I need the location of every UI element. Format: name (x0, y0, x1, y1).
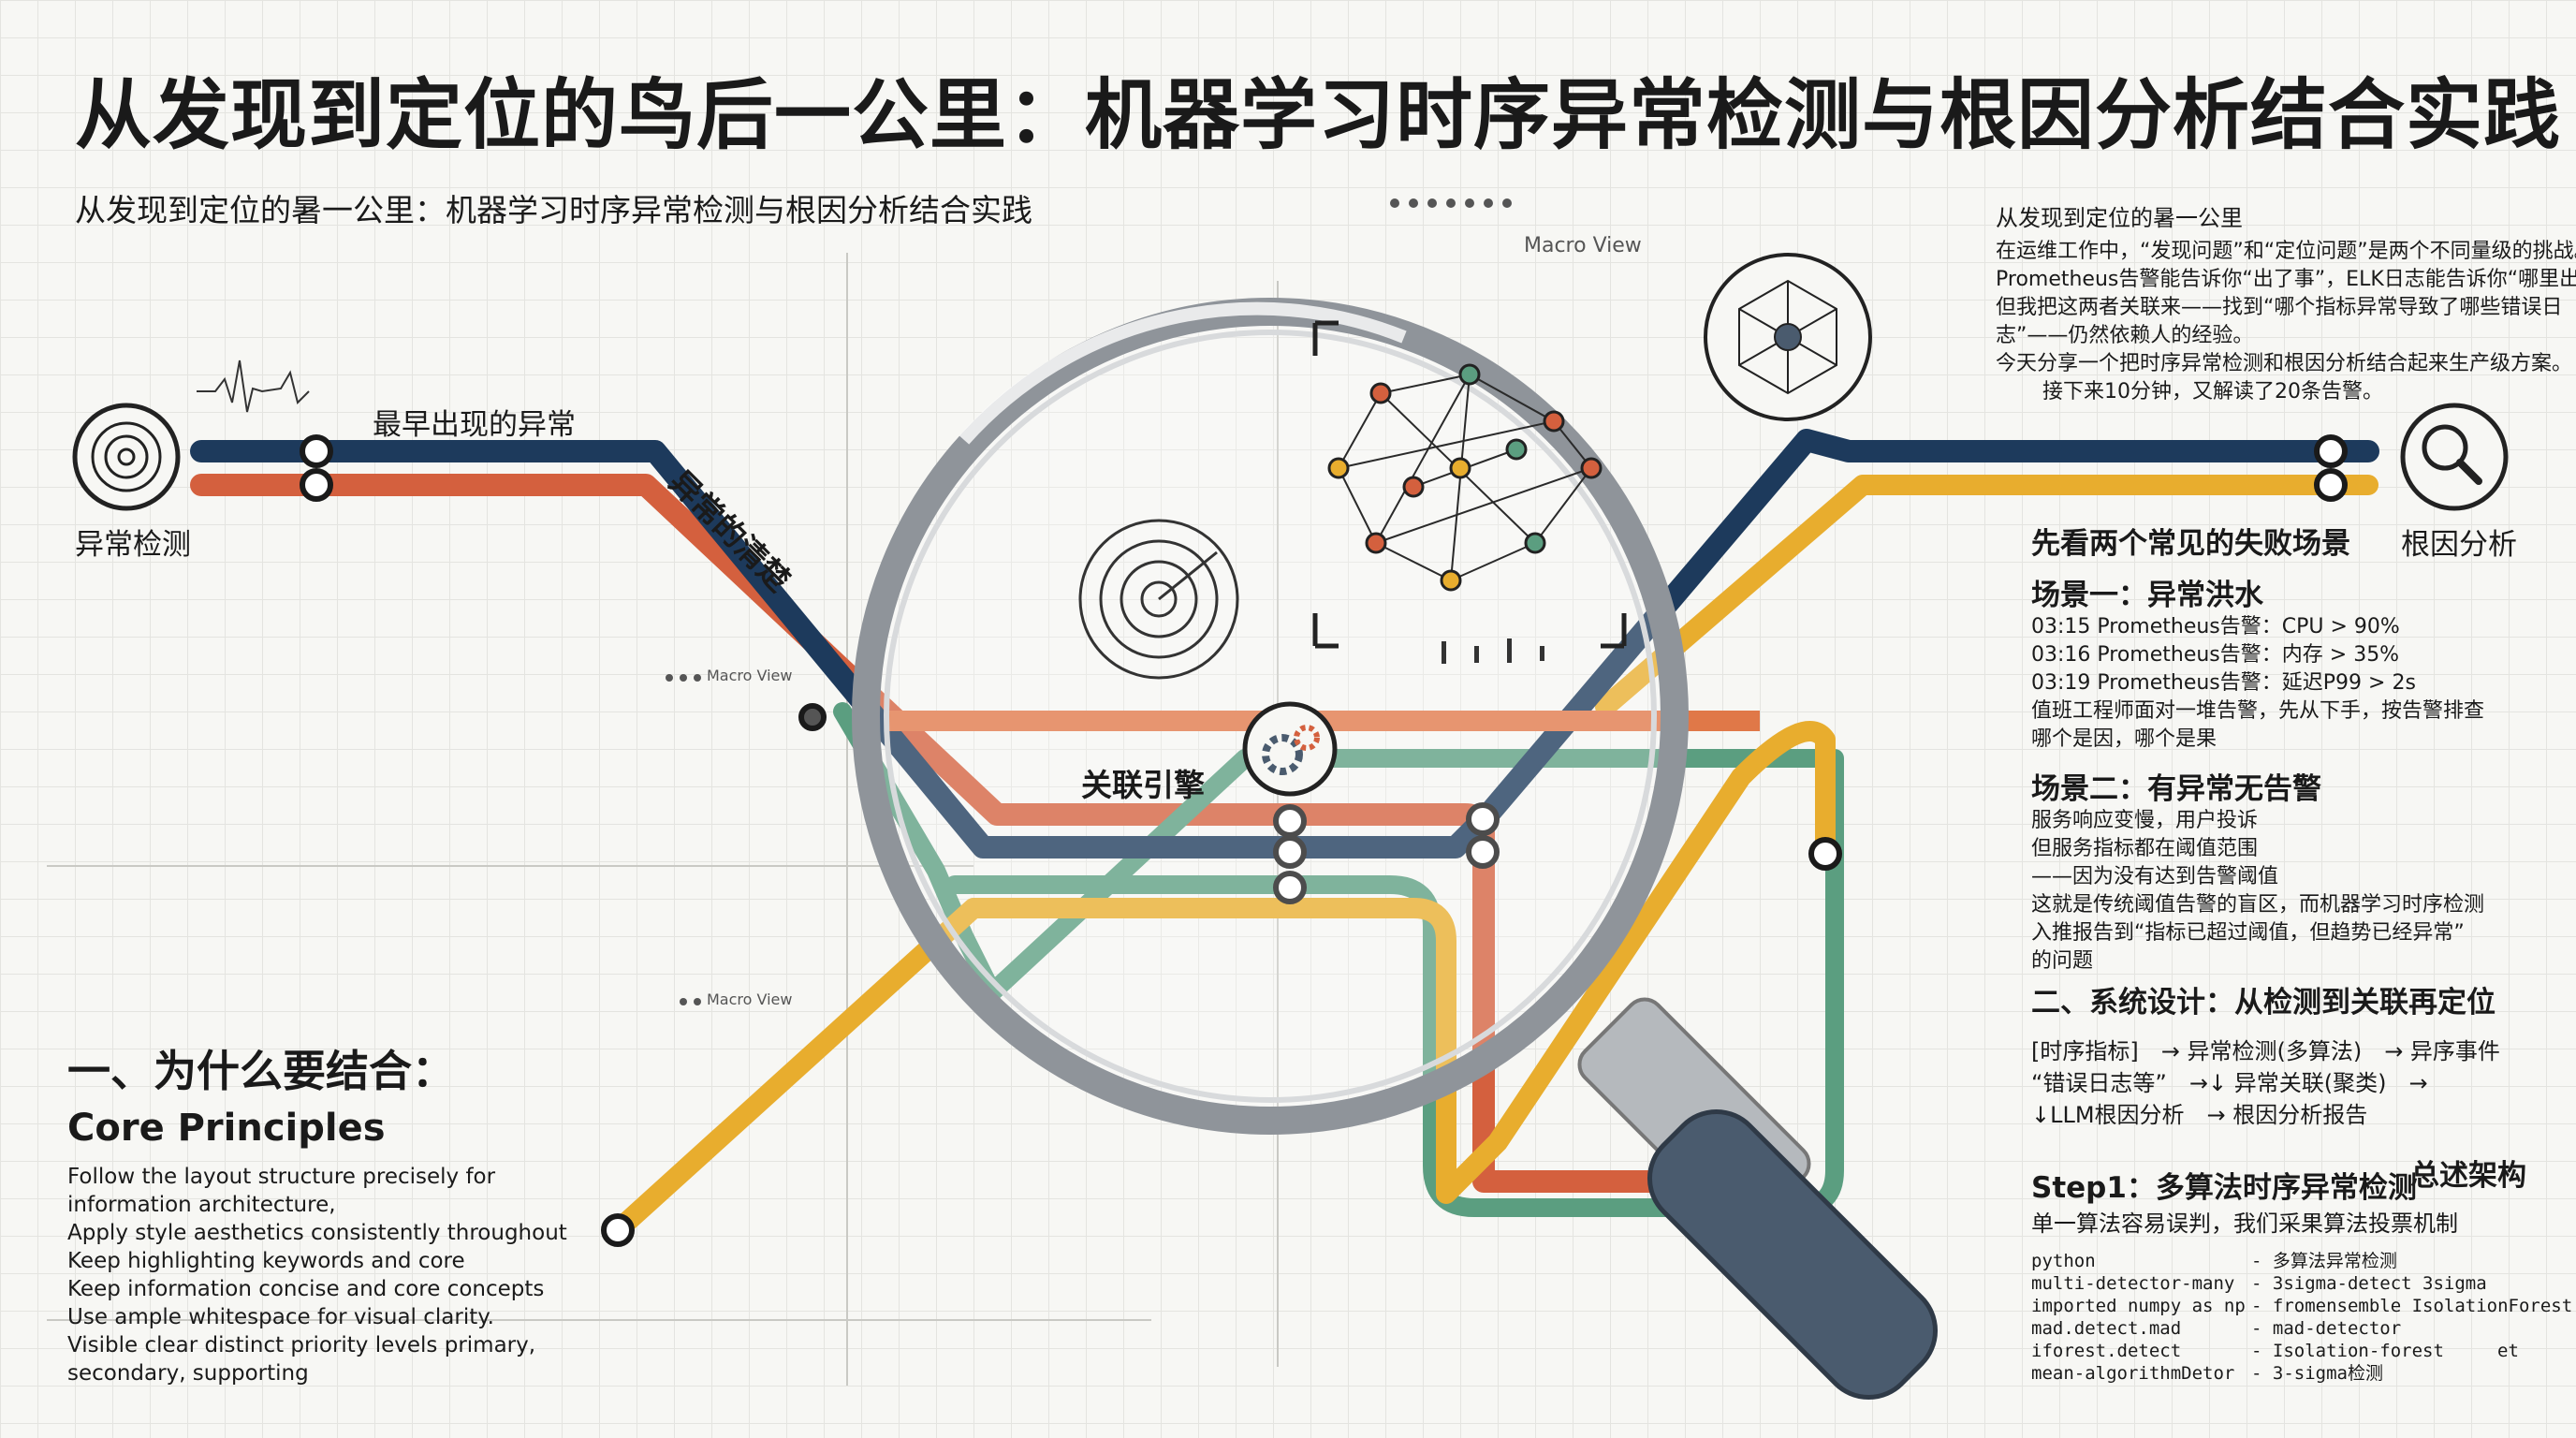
principle-line: Use ample whitespace for visual clarity. (67, 1305, 494, 1329)
code-line: mad.detect.mad (2031, 1318, 2182, 1339)
scenario-1-line: 值班工程师面对一堆告警，先从下手，按告警排查 (2031, 699, 2485, 723)
network-nodes (1327, 363, 1603, 592)
scenario-1-title: 场景一：异常洪水 (2031, 579, 2263, 612)
intro-line: 接下来10分钟，又解读了20条告警。 (2042, 380, 2383, 404)
code-line: - 3-sigma检测 (2251, 1363, 2383, 1384)
yellow-route (607, 475, 2378, 1240)
macro-view-label-3: Macro View (707, 990, 793, 1008)
step1-code-right: - 多算法异常检测 - 3sigma-detect 3sigma - frome… (2251, 1250, 2572, 1385)
scenario-2-line: ——因为没有达到告警阈值 (2031, 865, 2279, 888)
intro-heading: 从发现到定位的暑一公里 (1996, 205, 2243, 231)
code-line: python (2031, 1251, 2096, 1271)
intro-line: 今天分享一个把时序异常检测和根因分析结合起来生产级方案。 (1996, 352, 2573, 375)
scenario-1-line: 03:15 Prometheus告警：CPU > 90% (2031, 615, 2400, 638)
step1-code-left: python multi-detector-many imported nump… (2031, 1250, 2246, 1385)
magnifier-glass (852, 298, 1939, 1401)
code-line: - mad-detector (2251, 1318, 2402, 1339)
dot-trail (666, 198, 1512, 1005)
macro-view-label-1: Macro View (1524, 234, 1642, 257)
scenario-2-line: 入推报告到“指标已超过阈值，但趋势已经异常” (2031, 921, 2465, 945)
waveform-icon (197, 360, 310, 413)
design-heading: 二、系统设计：从检测到关联再定位 (2031, 986, 2496, 1020)
design-flow-line: ↓LLM根因分析 → 根因分析报告 (2031, 1102, 2368, 1128)
code-line: - 3sigma-detect 3sigma (2251, 1273, 2487, 1294)
scenario-2-line: 服务响应变慢，用户投诉 (2031, 809, 2259, 832)
scenarios-block: 先看两个常见的失败场景 场景一：异常洪水 03:15 Prometheus告警：… (2031, 520, 2518, 976)
intro-line: 但我把这两者关联来——找到“哪个指标异常导致了哪些错误日 (1996, 296, 2563, 319)
page-subtitle: 从发现到定位的暑一公里：机器学习时序异常检测与根因分析结合实践 (75, 192, 1032, 228)
design-block: 二、系统设计：从检测到关联再定位 [时序指标] → 异常检测(多算法) → 异序… (2031, 978, 2537, 1131)
tick-bars (1442, 638, 1544, 664)
principle-line: information architecture, (67, 1193, 336, 1217)
step1-tag: 总述架构 (2410, 1159, 2526, 1193)
scenario-2-line: 但服务指标都在阈值范围 (2031, 837, 2259, 860)
design-flow-line: “错误日志等” →↓ 异常关联(聚类) → (2031, 1070, 2428, 1096)
macro-view-label-2: Macro View (707, 667, 793, 684)
principle-line: Apply style aesthetics consistently thro… (67, 1221, 567, 1245)
scenarios-heading: 先看两个常见的失败场景 (2031, 527, 2350, 561)
intro-line: 在运维工作中，“发现问题”和“定位问题”是两个不同量级的挑战。 (1996, 240, 2576, 263)
radar-icon (1078, 519, 1239, 680)
principles-block: 一、为什么要结合： Core Principles Follow the lay… (67, 1037, 592, 1387)
principles-heading: 一、为什么要结合： (67, 1046, 455, 1096)
code-line: iforest.detect (2031, 1341, 2182, 1361)
scenario-1-line: 03:16 Prometheus告警：内存 > 35% (2031, 643, 2400, 667)
principle-line: Keep highlighting keywords and core (67, 1249, 465, 1273)
intro-line: 志”——仍然依赖人的经验。 (1996, 324, 2254, 347)
label-earliest-anomaly: 最早出现的异常 (373, 408, 576, 442)
scenario-1-line: 03:19 Prometheus告警：延迟P99 > 2s (2031, 671, 2416, 695)
page-title: 从发现到定位的鸟后一公里：机器学习时序异常检测与根因分析结合实践 (75, 71, 2562, 160)
network-orb-icon (1704, 253, 1872, 421)
scenario-1-line: 哪个是因，哪个是果 (2031, 727, 2217, 751)
magnifier-node-icon (2400, 403, 2509, 511)
code-line: - Isolation-forest (2251, 1341, 2444, 1361)
scenario-2-title: 场景二：有异常无告警 (2031, 772, 2321, 806)
label-root-cause: 根因分析 (2401, 528, 2517, 562)
gear-icon (1242, 701, 1338, 797)
grid-separators (47, 253, 1279, 1386)
network-graph (1338, 374, 1592, 581)
step1-desc: 单一算法容易误判，我们采果算法投票机制 (2031, 1211, 2458, 1237)
principle-line: Visible clear distinct priority levels p… (67, 1333, 536, 1357)
code-line: - 多算法异常检测 (2251, 1251, 2397, 1271)
code-line: multi-detector-many (2031, 1273, 2235, 1294)
scenario-2-line: 这就是传统阈值告警的盲区，而机器学习时序检测 (2031, 893, 2485, 917)
intro-block: 从发现到定位的暑一公里 在运维工作中，“发现问题”和“定位问题”是两个不同量级的… (1996, 204, 2576, 406)
principles-subheading: Core Principles (67, 1107, 386, 1150)
scenario-2-line: 的问题 (2031, 949, 2094, 973)
label-engine: 关联引擎 (1081, 767, 1205, 803)
green-route (833, 702, 1844, 1217)
code-line: - fromensemble IsolationForest (2251, 1296, 2573, 1316)
radar-node-icon (72, 403, 181, 511)
principle-line: secondary, supporting (67, 1361, 309, 1386)
label-anomaly-detection: 异常检测 (75, 528, 191, 562)
focus-brackets (1312, 320, 1627, 649)
principle-line: Keep information concise and core concep… (67, 1277, 545, 1301)
step1-heading: Step1：多算法时序异常检测 (2031, 1171, 2417, 1205)
design-flow-line: [时序指标] → 异常检测(多算法) → 异序事件 (2031, 1038, 2500, 1064)
principle-line: Follow the layout structure precisely fo… (67, 1165, 496, 1189)
intro-line: Prometheus告警能告诉你“出了事”，ELK日志能告诉你“哪里出了事”， (1996, 268, 2576, 291)
code-line: imported numpy as np (2031, 1296, 2246, 1316)
code-line: mean-algorithmDetor (2031, 1363, 2235, 1384)
step1-code-note: et (2497, 1341, 2519, 1361)
